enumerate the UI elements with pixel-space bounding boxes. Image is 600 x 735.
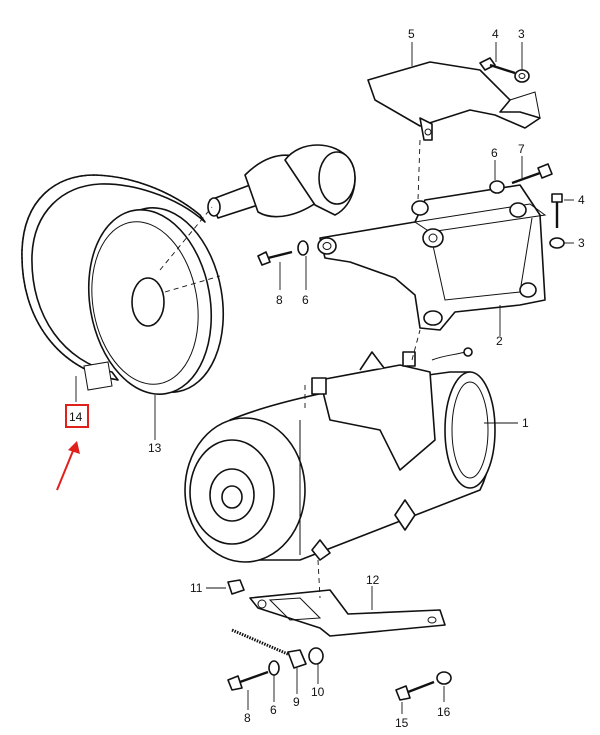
washer-lower-right[interactable] <box>308 647 324 665</box>
bolt-middle[interactable] <box>257 250 293 266</box>
highlight-box <box>65 404 89 428</box>
label-part-12: 12 <box>366 573 380 587</box>
washer-vertical[interactable] <box>549 237 565 249</box>
label-part-10: 10 <box>311 685 325 699</box>
label-part-6-bottom: 6 <box>270 703 277 717</box>
drive-belt[interactable] <box>21 174 206 391</box>
label-part-2: 2 <box>496 334 503 348</box>
washer-right[interactable] <box>489 180 505 194</box>
washer-middle[interactable] <box>297 240 309 256</box>
label-part-15: 15 <box>395 716 409 730</box>
label-part-6-top: 6 <box>491 146 498 160</box>
label-part-13: 13 <box>148 441 162 455</box>
crankshaft-pulley[interactable] <box>75 198 237 404</box>
label-part-8-bottom: 8 <box>244 711 251 725</box>
highlighted-part-callout[interactable]: 14 <box>56 404 89 491</box>
label-part-4-right: 4 <box>578 193 585 207</box>
nut[interactable] <box>227 579 245 595</box>
nut-lower[interactable] <box>287 649 307 669</box>
label-part-8-middle: 8 <box>276 293 283 307</box>
washer-top[interactable] <box>514 69 530 83</box>
label-part-16: 16 <box>437 705 451 719</box>
label-part-5: 5 <box>408 27 415 41</box>
label-part-1: 1 <box>522 416 529 430</box>
highlight-arrow-icon <box>56 445 76 491</box>
label-part-3-top: 3 <box>518 27 525 41</box>
washer-bottom[interactable] <box>436 671 452 685</box>
label-part-11: 11 <box>190 581 203 595</box>
leader-lines <box>75 42 574 714</box>
bolt-top[interactable] <box>479 57 516 75</box>
bolt-bottom[interactable] <box>395 680 435 701</box>
label-part-14: 14 <box>69 410 83 424</box>
washer-lower-left[interactable] <box>268 660 280 676</box>
bolt-vertical[interactable] <box>551 193 563 228</box>
crankshaft <box>159 144 356 271</box>
mounting-plate[interactable] <box>367 61 541 141</box>
threaded-stud[interactable] <box>231 628 291 657</box>
ac-compressor[interactable] <box>184 329 496 563</box>
bolt-lower-left[interactable] <box>227 670 269 691</box>
label-part-4-top: 4 <box>492 27 499 41</box>
label-part-7: 7 <box>518 142 525 156</box>
bolt-right[interactable] <box>511 163 553 185</box>
label-part-9: 9 <box>293 695 300 709</box>
compressor-bracket[interactable] <box>317 139 547 331</box>
highlight-arrowhead-icon <box>68 441 80 454</box>
label-part-3-right: 3 <box>578 236 585 250</box>
label-part-6-middle: 6 <box>302 293 309 307</box>
lower-bracket[interactable] <box>249 559 446 637</box>
